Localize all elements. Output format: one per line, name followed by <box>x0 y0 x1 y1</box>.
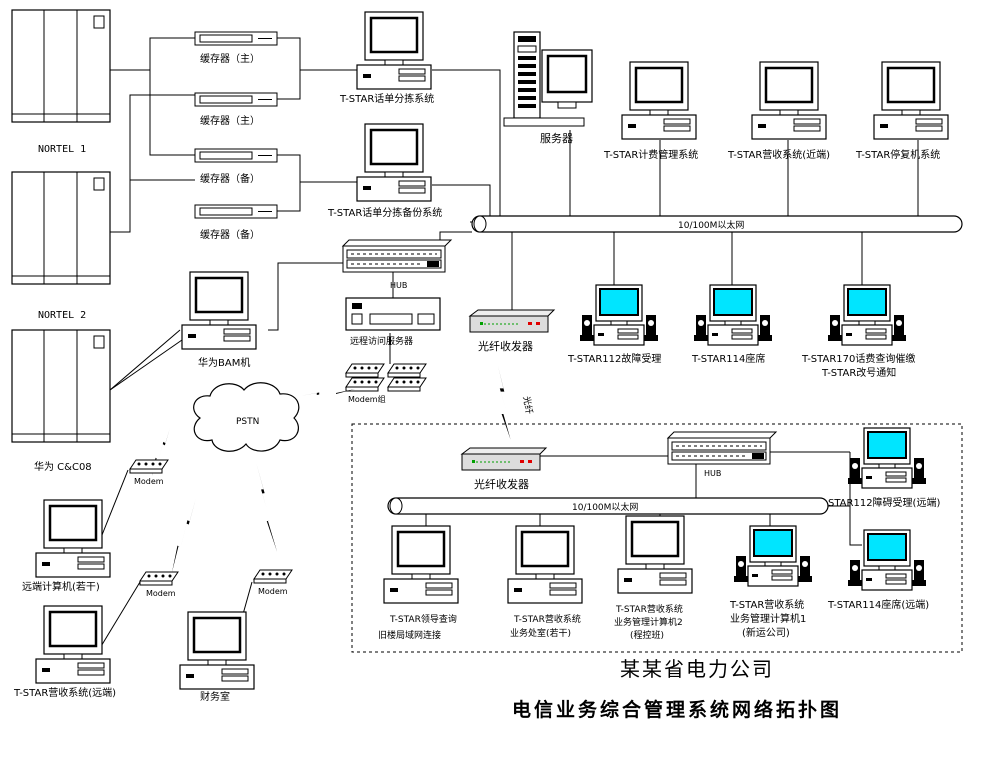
fault-112-remote-pc <box>847 427 927 489</box>
leader-query-label-2: 旧楼局域网连接 <box>378 629 441 641</box>
modem-group <box>345 363 427 392</box>
fiber-transceiver-top-label: 光纤收发器 <box>478 339 533 353</box>
modem2-label: Modem <box>146 589 176 598</box>
nortel1-switch <box>11 9 111 123</box>
billing-sort-pc <box>355 10 433 91</box>
cache-backup-1-label: 缓存器（备） <box>200 172 260 185</box>
revenue-office-label-2: 业务处室(若干) <box>510 627 571 639</box>
server-tower <box>503 31 593 127</box>
hub-remote <box>667 431 777 465</box>
billing-sort-backup-label: T-STAR话单分拣备份系统 <box>327 206 442 219</box>
revenue-near-pc <box>750 60 828 141</box>
restore-pc <box>872 60 950 141</box>
query-170-label-2: T-STAR改号通知 <box>821 366 896 379</box>
mgmt-pc2-label-3: (程控班) <box>630 629 664 641</box>
cache-main-2-label: 缓存器（主） <box>200 114 260 127</box>
fiber-link-label: 光纤 <box>520 395 535 415</box>
server-label: 服务器 <box>540 132 573 145</box>
seat-114-remote-label: T-STAR114座席(远端) <box>827 598 929 611</box>
pstn-finance-lightning <box>256 460 278 554</box>
cc08-bam-link <box>109 339 183 391</box>
query-170-pc <box>827 284 907 346</box>
diagram-title: 电信业务综合管理系统网络拓扑图 <box>512 698 842 721</box>
fiber-transceiver-bottom <box>461 447 547 471</box>
ethernet-bus-main <box>471 215 963 233</box>
fault-112-remote-label: STAR112障碍受理(远端) <box>828 496 940 509</box>
leader-query-pc <box>382 524 460 605</box>
fault-112-label: T-STAR112故障受理 <box>567 352 661 365</box>
mgmt-pc2-label-2: 业务管理计算机2 <box>614 616 683 628</box>
bus-drops-main <box>439 130 919 310</box>
cache-backup-2-label: 缓存器（备） <box>200 228 260 241</box>
nortel2-switch <box>11 171 111 285</box>
fiber-transceiver-top <box>469 309 555 333</box>
huawei-cc08-label: 华为 C&C08 <box>34 460 92 473</box>
modem-remote-pc <box>129 459 169 474</box>
cache-backup-1 <box>194 148 278 163</box>
pstn-revenue-lightning <box>164 498 204 573</box>
remote-access-server <box>345 297 441 331</box>
mgmt-pc1-label-2: 业务管理计算机1 <box>730 612 806 625</box>
modem-group-label: Modem组 <box>348 394 386 404</box>
revenue-remote-pc <box>34 604 112 685</box>
mgmt-pc1-label-3: (新运公司) <box>742 626 790 639</box>
pstn-label: PSTN <box>236 417 259 427</box>
revenue-office-label-1: T-STAR营收系统 <box>513 613 581 625</box>
seat-114-label: T-STAR114座席 <box>691 352 765 365</box>
leader-query-label-1: T-STAR领导查询 <box>389 613 457 625</box>
mgmt-pc2-label-1: T-STAR营收系统 <box>615 603 683 615</box>
hub-remote-label: HUB <box>704 469 721 478</box>
modem-finance <box>253 569 293 584</box>
cabinet-cache-links <box>109 37 195 391</box>
hub-main <box>342 239 452 273</box>
hub-links <box>268 262 394 364</box>
remote-access-label: 远程访问服务器 <box>350 335 413 347</box>
mgmt-pc1-label-1: T-STAR营收系统 <box>729 598 804 611</box>
query-170-label-1: T-STAR170话费查询催缴 <box>801 352 915 365</box>
billing-sort-label: T-STAR话单分拣系统 <box>339 92 434 105</box>
cache-main-1 <box>194 31 278 46</box>
modem-revenue <box>139 571 179 586</box>
huawei-cc08-switch <box>11 329 111 443</box>
revenue-remote-label: T-STAR营收系统(远端) <box>13 686 116 699</box>
fiber-lightning-top <box>498 366 511 440</box>
huawei-bam-label: 华为BAM机 <box>198 356 250 369</box>
fault-112-pc <box>579 284 659 346</box>
remote-pc-label: 远端计算机(若干) <box>22 580 100 593</box>
cache-main-1-label: 缓存器（主） <box>200 52 260 65</box>
remote-pc <box>34 498 112 579</box>
finance-pc <box>178 610 256 691</box>
revenue-office-pc <box>506 524 584 605</box>
hub-main-label: HUB <box>390 281 407 290</box>
fiber-transceiver-bottom-label: 光纤收发器 <box>474 477 529 491</box>
cache-main-2 <box>194 92 278 107</box>
ethernet-main-label: 10/100M以太网 <box>678 219 744 231</box>
cache-backup-2 <box>194 204 278 219</box>
modem3-label: Modem <box>258 587 288 596</box>
remote-site-boundary <box>351 423 963 653</box>
billing-mgmt-pc <box>620 60 698 141</box>
finance-label: 财务室 <box>200 690 230 703</box>
huawei-bam-pc <box>180 270 258 351</box>
ethernet-remote-label: 10/100M以太网 <box>572 501 638 513</box>
billing-sort-backup-pc <box>355 122 433 203</box>
modem1-label: Modem <box>134 477 164 486</box>
mgmt-pc2 <box>616 514 694 595</box>
mgmt-pc1 <box>733 525 813 587</box>
seat-114-remote-pc <box>847 529 927 591</box>
nortel1-label: NORTEL 1 <box>38 144 86 155</box>
seat-114-pc <box>693 284 773 346</box>
company-title: 某某省电力公司 <box>620 657 774 681</box>
pstn-cloud <box>193 382 300 452</box>
billing-mgmt-label: T-STAR计费管理系统 <box>603 148 698 161</box>
nortel2-label: NORTEL 2 <box>38 310 86 321</box>
revenue-near-label: T-STAR营收系统(近端) <box>727 148 830 161</box>
restore-label: T-STAR停复机系统 <box>855 148 940 161</box>
